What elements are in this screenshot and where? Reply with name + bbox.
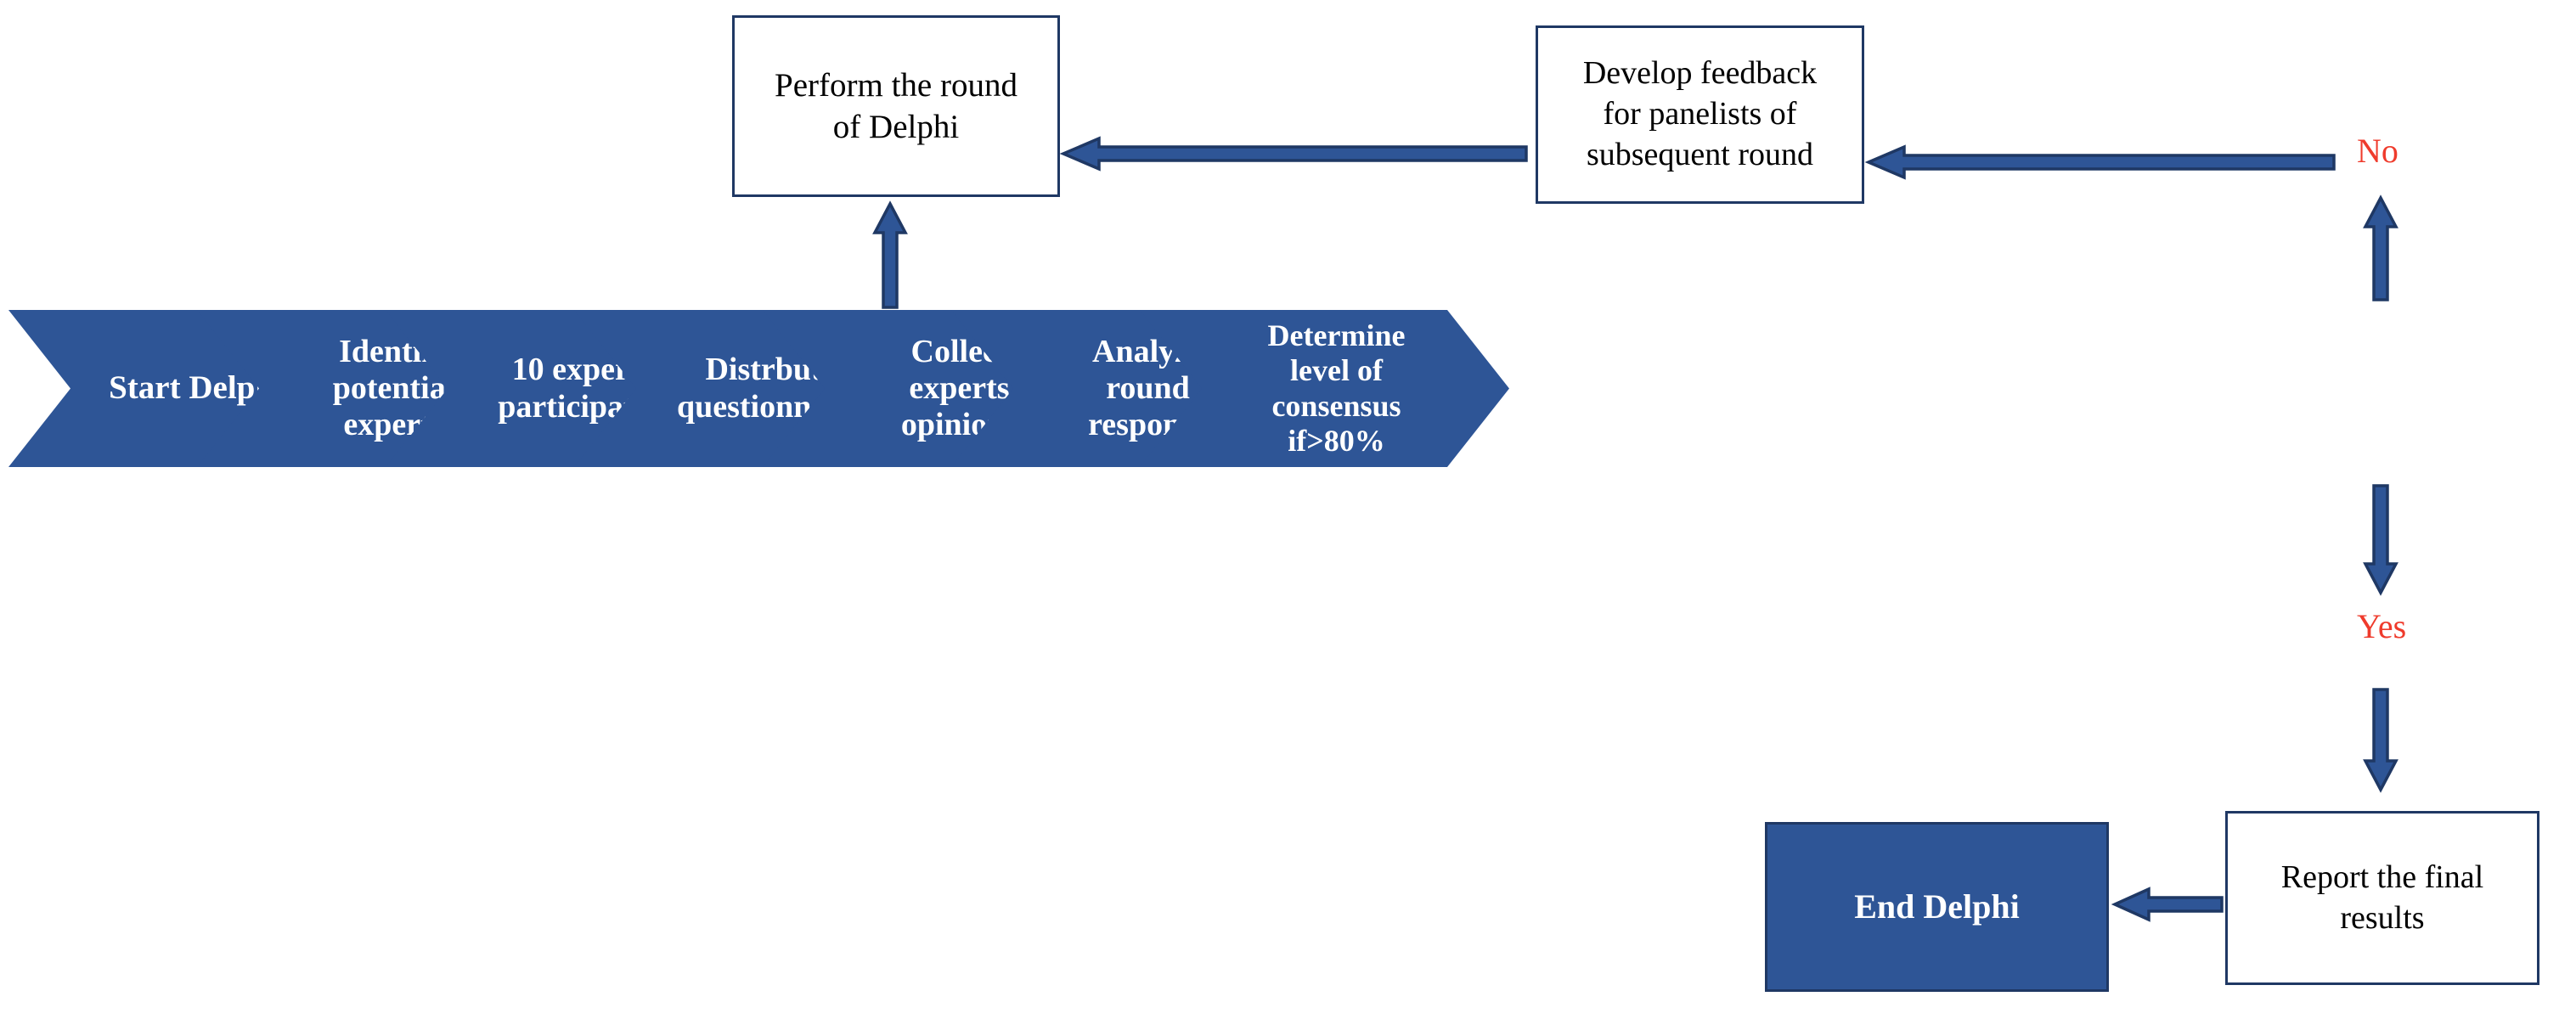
decision-label-no: No <box>2357 134 2398 168</box>
process-step-determine-consensus-label: Determine level of consensus if>80% <box>1267 318 1406 458</box>
box-perform-round: Perform the round of Delphi <box>732 15 1060 197</box>
decision-label-no-text: No <box>2357 132 2398 170</box>
decision-label-yes-text: Yes <box>2357 607 2407 645</box>
arrow-determine-to-no <box>2362 194 2399 301</box>
box-report-results-label: Report the final results <box>2280 859 2484 936</box>
arrow-experts-to-perform <box>871 200 909 309</box>
process-step-identify-label: Identify potential experts <box>332 333 455 443</box>
decision-label-yes: Yes <box>2357 610 2406 644</box>
box-end-delphi-label: End Delphi <box>1854 887 2020 926</box>
arrow-no-to-feedback <box>1864 144 2336 180</box>
arrow-determine-to-yes <box>2362 484 2399 596</box>
box-report-results: Report the final results <box>2225 811 2539 985</box>
arrow-feedback-to-perform <box>1059 136 1528 172</box>
box-develop-feedback-label: Develop feedback for panelists of subseq… <box>1582 55 1818 172</box>
box-end-delphi: End Delphi <box>1765 822 2109 992</box>
arrow-yes-to-report <box>2362 688 2399 793</box>
box-develop-feedback: Develop feedback for panelists of subseq… <box>1536 25 1864 204</box>
arrow-report-to-end <box>2111 887 2224 922</box>
box-perform-round-label: Perform the round of Delphi <box>775 66 1017 145</box>
